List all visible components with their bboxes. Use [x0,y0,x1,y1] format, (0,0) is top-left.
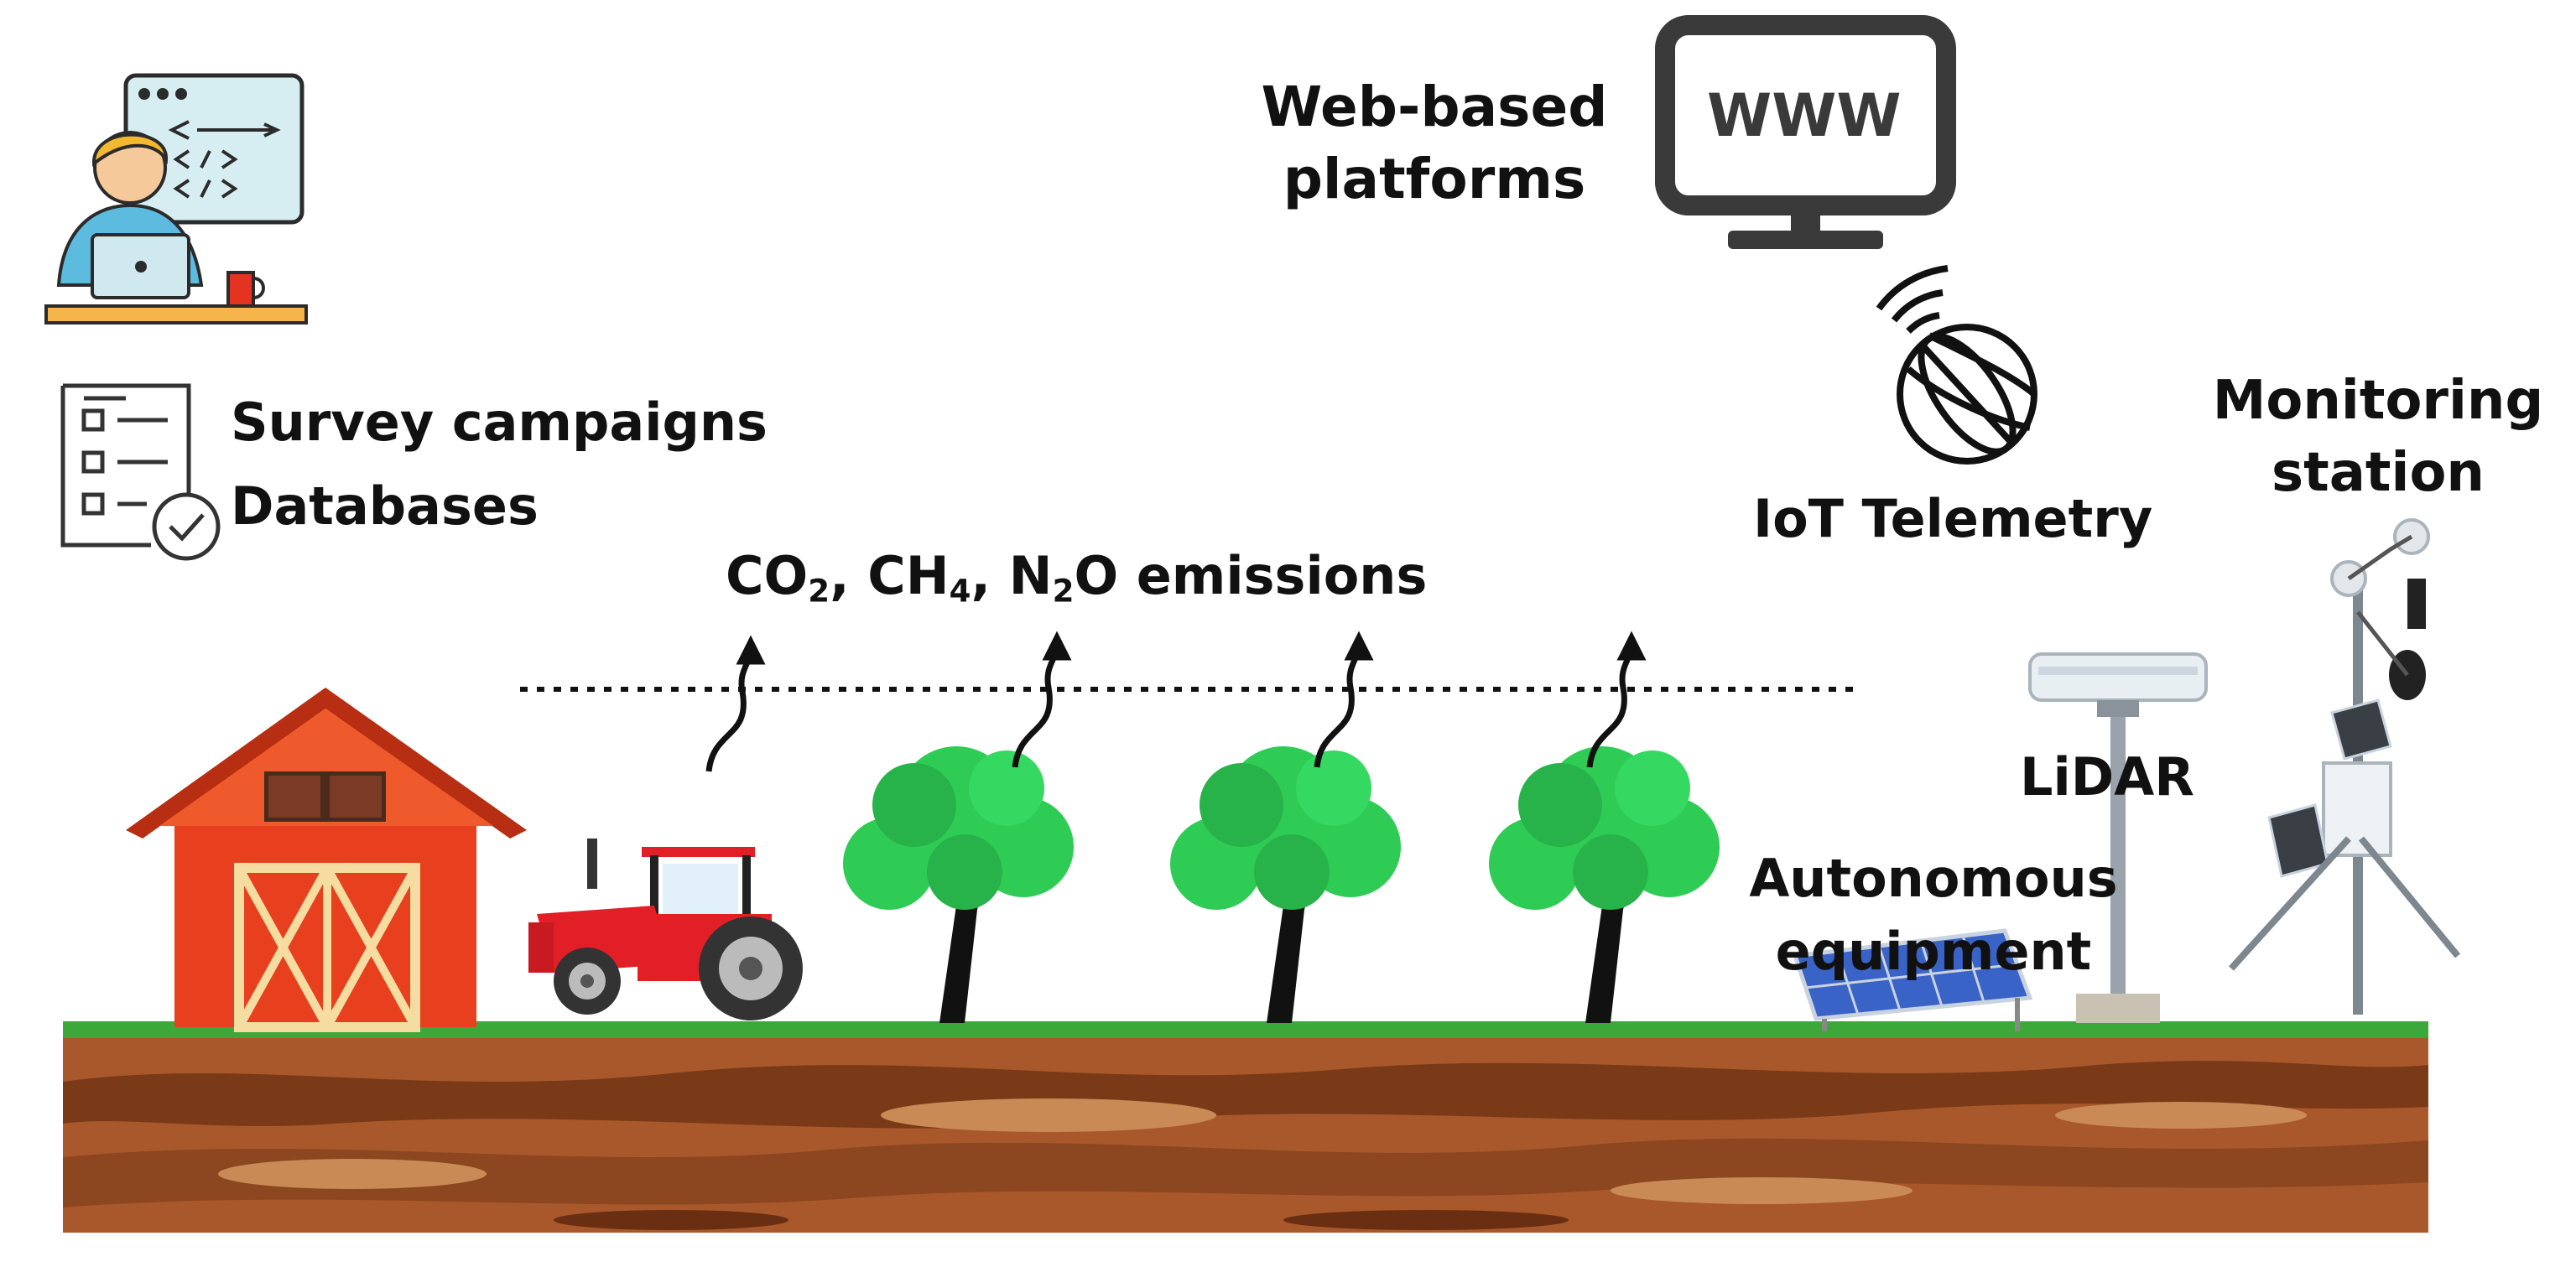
ch4-text: CH [867,545,950,606]
developer-icon [44,73,308,325]
web-platforms-label: Web-based platforms [1250,71,1619,215]
monitoring-station [2229,518,2461,1015]
tractor [528,839,803,1020]
monitoring-station-label-line1: Monitoring [2212,370,2544,432]
globe-signal-icon [1876,265,2037,465]
soil-ground [63,1021,2428,1233]
www-monitor-icon [1655,15,1956,249]
co2-text: CO [726,545,809,606]
web-platforms-label-line2: platforms [1283,146,1586,211]
solar-panel [1792,928,2033,1031]
co2-subscript: 2 [808,572,830,610]
survey-campaigns-label: Survey campaigns [231,392,768,453]
ch4-subscript: 4 [949,572,971,610]
tree-2 [1170,746,1401,1023]
autonomous-equipment-label: Autonomous equipment [1732,843,2135,989]
n2o-emissions-text: O emissions [1074,545,1428,606]
web-platforms-label-line1: Web-based [1261,75,1608,139]
monitoring-station-label-line2: station [2272,442,2485,505]
monitor-www-text: WWW [1707,81,1902,150]
autonomous-equipment-label-line2: equipment [1775,920,2092,982]
n2o-subscript: 2 [1052,572,1075,610]
lidar-unit [2028,652,2208,1023]
lidar-label: LiDAR [2020,746,2194,807]
iot-telemetry-label: IoT Telemetry [1753,488,2153,549]
autonomous-equipment-label-line1: Autonomous [1749,848,2118,909]
emission-arrows [705,631,1647,772]
emissions-separator-1: , [830,545,868,606]
emissions-separator-2: , [971,545,1009,606]
emissions-label: CO2, CH4, N2O emissions [726,543,1427,609]
tree-3 [1489,746,1720,1023]
monitoring-station-label: Monitoring station [2198,365,2558,510]
checklist-icon [60,383,221,561]
databases-label: Databases [231,475,539,537]
barn [126,688,527,1032]
tree-1 [843,746,1074,1023]
n2o-text: N [1008,545,1053,606]
